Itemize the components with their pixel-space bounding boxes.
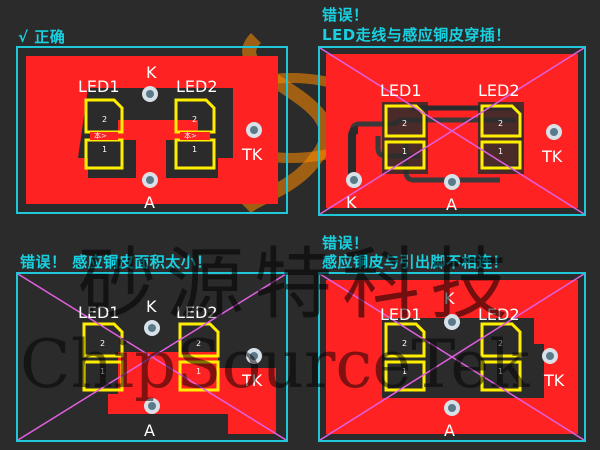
caption-wrong-not-connected-2: 感应铜皮与引出脚不相连！ bbox=[322, 253, 509, 271]
svg-text:LED2: LED2 bbox=[478, 305, 520, 324]
svg-text:1: 1 bbox=[498, 367, 503, 376]
led1-footprint bbox=[82, 322, 124, 392]
led1-footprint bbox=[84, 98, 124, 170]
svg-text:A: A bbox=[444, 421, 455, 440]
led2-footprint bbox=[480, 322, 522, 392]
svg-text:1: 1 bbox=[100, 367, 105, 376]
svg-text:LED1: LED1 bbox=[380, 305, 422, 324]
svg-text:TK: TK bbox=[241, 371, 263, 390]
svg-text:LED1: LED1 bbox=[78, 303, 120, 322]
svg-text:1: 1 bbox=[196, 367, 201, 376]
svg-text:A: A bbox=[144, 193, 155, 212]
svg-text:LED2: LED2 bbox=[176, 303, 218, 322]
svg-text:2: 2 bbox=[402, 119, 407, 128]
pcb-correct-diagram: K LED1 LED2 TK A 2 1 2 1 本> 本> bbox=[26, 56, 278, 212]
svg-text:2: 2 bbox=[196, 339, 201, 348]
pcb-crossing-diagram: LED1 LED2 TK K A 2 1 2 1 bbox=[320, 48, 584, 214]
svg-text:LED1: LED1 bbox=[380, 81, 422, 100]
led2-footprint bbox=[480, 104, 522, 170]
svg-text:1: 1 bbox=[402, 367, 407, 376]
svg-text:2: 2 bbox=[102, 115, 107, 124]
svg-text:1: 1 bbox=[192, 145, 197, 154]
svg-text:1: 1 bbox=[498, 147, 503, 156]
svg-text:A: A bbox=[144, 421, 155, 440]
panel-wrong-small-area: K LED1 LED2 TK A 2 1 2 1 bbox=[16, 272, 288, 442]
svg-text:2: 2 bbox=[402, 339, 407, 348]
svg-text:LED1: LED1 bbox=[78, 77, 120, 96]
led2-footprint bbox=[174, 98, 216, 170]
svg-text:2: 2 bbox=[498, 119, 503, 128]
svg-text:K: K bbox=[146, 297, 157, 316]
svg-text:2: 2 bbox=[498, 339, 503, 348]
svg-text:2: 2 bbox=[100, 339, 105, 348]
caption-wrong-crossing-2: LED走线与感应铜皮穿插！ bbox=[322, 26, 511, 44]
svg-text:本>: 本> bbox=[94, 131, 107, 140]
svg-text:A: A bbox=[446, 195, 457, 214]
svg-text:LED2: LED2 bbox=[176, 77, 218, 96]
svg-text:本>: 本> bbox=[184, 131, 197, 140]
panel-correct: K LED1 LED2 TK A 2 1 2 1 本> 本> bbox=[16, 46, 288, 214]
svg-text:1: 1 bbox=[402, 147, 407, 156]
svg-text:LED2: LED2 bbox=[478, 81, 520, 100]
caption-wrong-crossing-1: 错误！ bbox=[322, 6, 369, 24]
caption-wrong-small-area: 错误！ 感应铜皮面积太小！ bbox=[20, 253, 212, 271]
caption-correct: √ 正确 bbox=[18, 28, 66, 46]
svg-text:1: 1 bbox=[102, 145, 107, 154]
svg-text:TK: TK bbox=[543, 371, 565, 390]
svg-text:K: K bbox=[146, 63, 157, 82]
panel-wrong-not-connected: K LED1 LED2 TK A 2 1 2 1 bbox=[318, 272, 586, 442]
svg-text:2: 2 bbox=[192, 115, 197, 124]
svg-text:K: K bbox=[444, 289, 455, 308]
led1-footprint bbox=[384, 322, 426, 392]
panel-wrong-crossing: LED1 LED2 TK K A 2 1 2 1 bbox=[318, 46, 586, 216]
pcb-small-area-diagram: K LED1 LED2 TK A 2 1 2 1 bbox=[18, 274, 286, 440]
svg-text:TK: TK bbox=[241, 145, 263, 164]
svg-text:TK: TK bbox=[541, 147, 563, 166]
svg-text:K: K bbox=[346, 193, 357, 212]
pcb-not-connected-diagram: K LED1 LED2 TK A 2 1 2 1 bbox=[320, 274, 584, 440]
caption-wrong-not-connected-1: 错误！ bbox=[322, 234, 369, 252]
